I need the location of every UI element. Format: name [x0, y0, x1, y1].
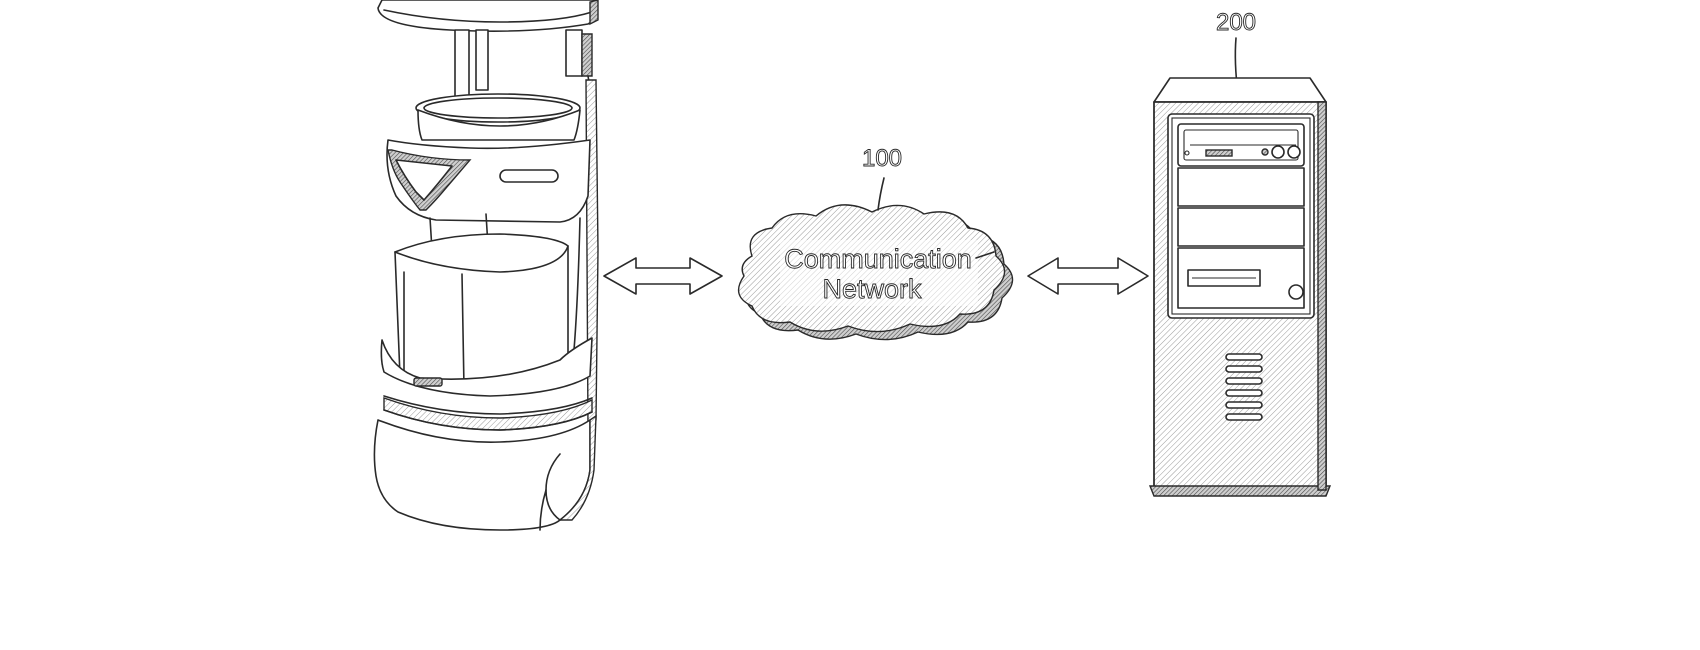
network-label-line2: Network	[822, 274, 922, 304]
network-label-line1: Communication	[784, 244, 972, 274]
bidirectional-arrow-right	[1028, 258, 1148, 294]
bidirectional-arrow-left	[604, 258, 722, 294]
server-reference-number: 200	[1216, 9, 1256, 36]
communication-network-cloud: Communication Network	[739, 178, 1013, 340]
robot-illustration	[374, 0, 598, 530]
server-computer-illustration	[1150, 38, 1330, 496]
network-reference-number: 100	[862, 145, 902, 172]
